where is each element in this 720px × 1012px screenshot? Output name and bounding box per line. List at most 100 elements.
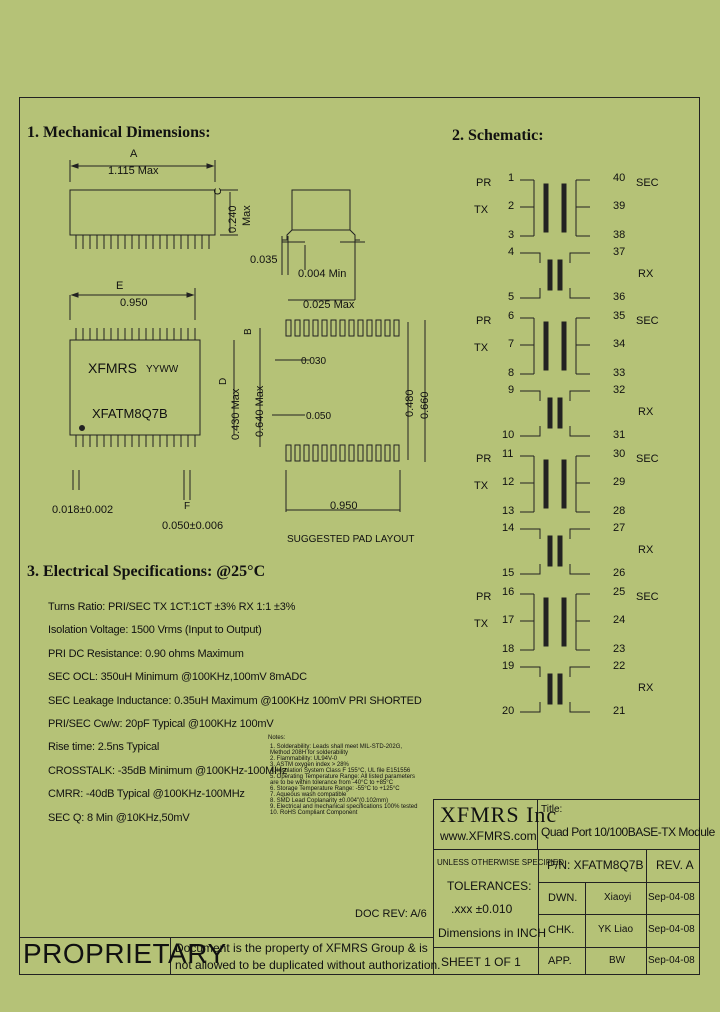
pin-label: 38: [613, 229, 626, 241]
schematic-wiring: [520, 179, 590, 713]
pin-label: 1: [508, 172, 515, 184]
pin-label: 8: [508, 367, 515, 379]
top-mark-date: YYWW: [146, 364, 179, 375]
part-number: P/N: XFATM8Q7B: [547, 858, 644, 872]
part-title: Quad Port 10/100BASE-TX Module: [541, 825, 715, 839]
pin-label: 34: [613, 338, 626, 350]
note-item: 10. RoHS Compliant Component: [270, 810, 358, 816]
dim-b-value: 0.640 Max: [254, 385, 266, 437]
chk-label: CHK.: [548, 924, 575, 936]
proprietary-line2: not allowed to be duplicated without aut…: [175, 958, 441, 972]
schematic-block-3: [520, 455, 590, 575]
sec-label: SEC: [636, 315, 659, 327]
pad-layout-bottom: [285, 444, 400, 462]
chk-date: Sep-04-08: [648, 924, 695, 935]
mechanical-drawing: [69, 160, 426, 512]
proprietary-word: PROPRIETARY: [23, 938, 227, 969]
pin-label: 33: [613, 367, 626, 379]
dim-f-value: 0.050±0.006: [162, 520, 224, 532]
schematic-block-4: [520, 593, 590, 713]
pin-label: 39: [613, 200, 626, 212]
note-item: 3. ASTM oxygen index > 28%: [270, 762, 349, 768]
tolerances-label: TOLERANCES:: [447, 879, 532, 893]
spec-turns-ratio: Turns Ratio: PRI/SEC TX 1CT:1CT ±3% RX 1…: [48, 601, 296, 613]
pin-label: 17: [502, 614, 515, 626]
tx-label: TX: [474, 204, 489, 216]
spec-rise-time: Rise time: 2.5ns Typical: [48, 741, 160, 754]
dim-c-label: C: [213, 187, 224, 195]
note-item: 5. Operating Temperature Range: All list…: [270, 774, 415, 780]
tb-divider: [538, 849, 700, 850]
drawing-frame: [19, 97, 700, 975]
proprietary-band: [19, 937, 434, 976]
note-item: 4. Insulation System Class F 155°C, UL f…: [270, 768, 411, 774]
sec-label: SEC: [636, 591, 659, 603]
pad-layout-top: [285, 319, 400, 337]
pin-label: 25: [613, 586, 626, 598]
pin-label: 16: [502, 586, 515, 598]
tb-divider: [646, 849, 647, 975]
pin-label: 19: [502, 660, 515, 672]
pin-label: 15: [502, 567, 515, 579]
pr-label: PR: [476, 453, 492, 465]
dwn-name: Xiaoyi: [604, 892, 632, 903]
pin-label: 21: [613, 705, 626, 717]
dim-a-label: A: [130, 148, 138, 160]
note-item: 7. Aqueous wash compatible: [270, 792, 347, 798]
mechanical-heading: 1. Mechanical Dimensions:: [27, 124, 211, 141]
app-date: Sep-04-08: [648, 955, 695, 966]
revision: REV. A: [656, 858, 694, 872]
rx-label: RX: [638, 544, 654, 556]
dim-e-label: E: [116, 280, 124, 292]
dim-c-max: Max: [241, 205, 253, 226]
dim-lead-offset: 0.035: [250, 254, 278, 266]
pin-label: 23: [613, 643, 626, 655]
pin-label: 4: [508, 246, 515, 258]
pr-label: PR: [476, 591, 492, 603]
dim-pad-pitch: 0.030: [301, 356, 327, 367]
dim-pad-span: 0.950: [330, 500, 358, 512]
dim-c-value: 0.240: [227, 205, 239, 233]
schematic: PR TX SEC RX 1 2 3 4 5 40 39 38 37 36 PR…: [470, 170, 700, 730]
spec-dcr: PRI DC Resistance: 0.90 ohms Maximum: [48, 647, 244, 660]
schematic-heading: 2. Schematic:: [452, 127, 544, 144]
note-item: Method 208H for solderability: [270, 750, 349, 756]
tb-divider: [538, 914, 700, 915]
dim-pad-width: 0.050: [306, 411, 332, 422]
electrical-heading: 3. Electrical Specifications: @25°C: [27, 563, 266, 580]
tx-label: TX: [474, 342, 489, 354]
pin-label: 13: [502, 505, 515, 517]
pin-label: 29: [613, 476, 626, 488]
pin-label: 7: [508, 338, 515, 350]
dwn-date: Sep-04-08: [648, 892, 695, 903]
doc-rev: DOC REV: A/6: [355, 908, 427, 920]
pin-label: 30: [613, 448, 626, 460]
pin1-dot: [79, 425, 85, 431]
suggested-pad-layout: SUGGESTED PAD LAYOUT: [287, 534, 415, 545]
schematic-block-2: [520, 317, 590, 437]
dim-d-value: 0.430 Max: [230, 388, 242, 440]
pin-label: 36: [613, 291, 626, 303]
top-view-leads-bottom: [75, 435, 196, 447]
top-view-leads-top: [75, 328, 196, 340]
tb-divider: [537, 799, 538, 849]
note-item: are to be within tolerance from -40°C to…: [270, 780, 394, 786]
dim-min-gap: 0.004 Min: [298, 268, 347, 280]
pin-label: 9: [508, 384, 515, 396]
schematic-block-1: [520, 179, 590, 299]
company-name: XFMRS Inc: [440, 802, 558, 827]
tb-divider: [538, 882, 700, 883]
pin-label: 18: [502, 643, 515, 655]
rx-label: RX: [638, 682, 654, 694]
tb-divider: [433, 947, 700, 948]
title-label: Title:: [541, 804, 563, 815]
spec-isolation: Isolation Voltage: 1500 Vrms (Input to O…: [48, 624, 262, 637]
dim-f-label: F: [184, 501, 191, 512]
note-item: 1. Solderability: Leads shall meet MIL-S…: [270, 744, 403, 750]
pin-label: 22: [613, 660, 626, 672]
pin-label: 37: [613, 246, 626, 258]
dim-max-025: 0.025 Max: [303, 299, 355, 311]
electrical-specs: Turns Ratio: PRI/SEC TX 1CT:1CT ±3% RX 1…: [48, 596, 422, 830]
pin-label: 27: [613, 522, 626, 534]
pin-label: 28: [613, 505, 626, 517]
